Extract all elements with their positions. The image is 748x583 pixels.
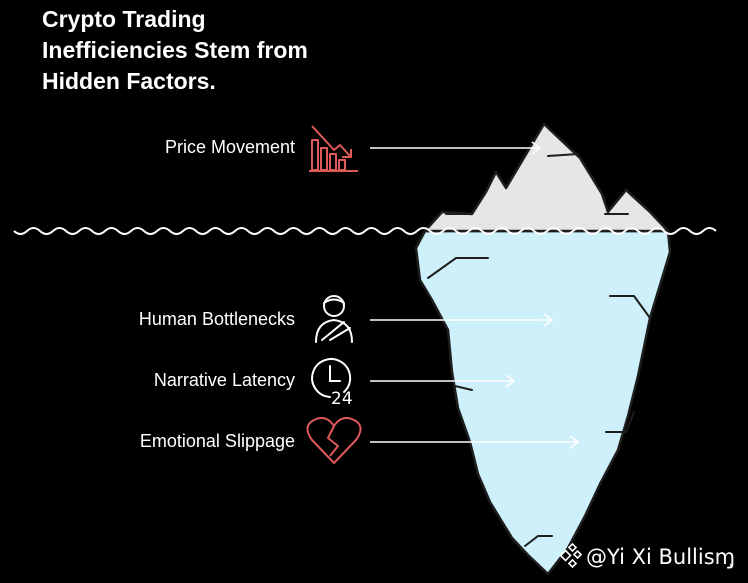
person-icon xyxy=(316,296,352,342)
label-human-bottlenecks: Human Bottlenecks xyxy=(139,309,295,330)
clock-24-icon: 24 xyxy=(312,359,353,409)
broken-heart-icon xyxy=(307,418,360,463)
svg-text:24: 24 xyxy=(331,389,353,409)
watermark-text: @Yi Xi Bullisɱ̧ xyxy=(586,545,735,569)
label-narrative-latency: Narrative Latency xyxy=(154,370,295,391)
arrow-price-movement xyxy=(370,142,540,154)
iceberg-body xyxy=(416,231,670,574)
label-price-movement: Price Movement xyxy=(165,137,295,158)
falling-chart-icon xyxy=(309,126,358,171)
watermark: @Yi Xi Bullisɱ̧ xyxy=(558,544,735,570)
label-emotional-slippage: Emotional Slippage xyxy=(140,431,295,452)
